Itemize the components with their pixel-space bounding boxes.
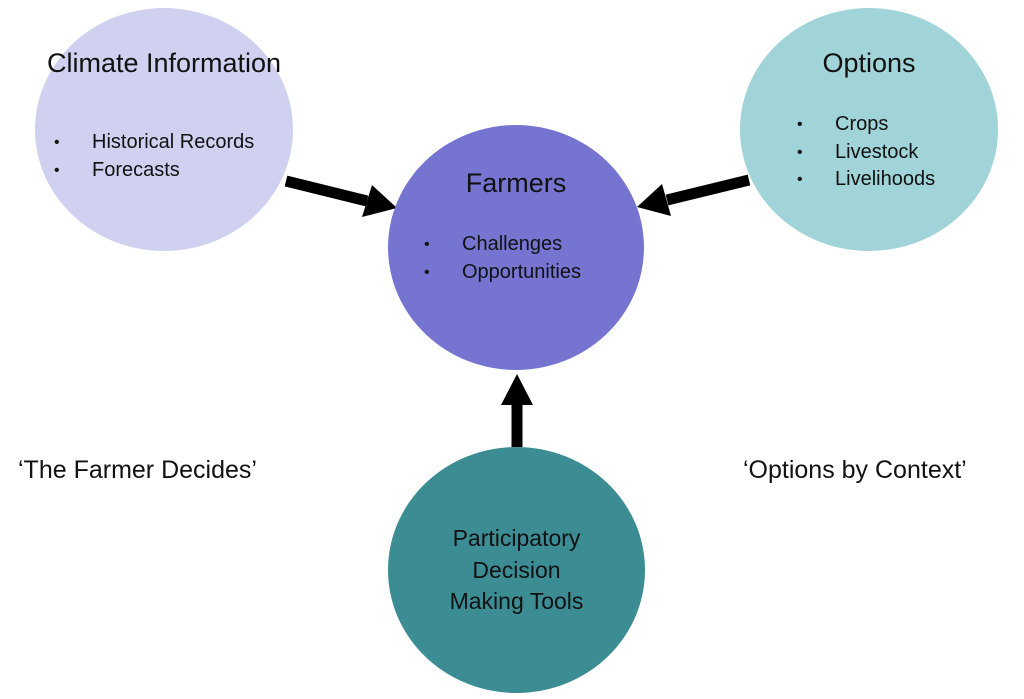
arrow-options-to-farmers bbox=[637, 174, 751, 216]
climate-information-list: Historical Records Forecasts bbox=[54, 129, 254, 184]
list-item: Opportunities bbox=[424, 259, 581, 287]
list-item: Challenges bbox=[424, 231, 581, 259]
list-item: Historical Records bbox=[54, 129, 254, 157]
list-item: Livestock bbox=[797, 139, 935, 167]
farmers-node: Farmers Challenges Opportunities bbox=[388, 125, 644, 370]
arrow-climate-to-farmers bbox=[284, 175, 397, 217]
farmers-list: Challenges Opportunities bbox=[424, 231, 581, 286]
list-item: Forecasts bbox=[54, 157, 254, 185]
options-title: Options bbox=[822, 48, 916, 78]
farmers-title: Farmers bbox=[465, 168, 567, 198]
caption-options-by-context: ‘Options by Context’ bbox=[743, 456, 967, 484]
participatory-tools-node: Participatory Decision Making Tools bbox=[388, 447, 645, 693]
options-node: Options Crops Livestock Livelihoods bbox=[740, 8, 998, 251]
climate-information-title: Climate Information bbox=[46, 48, 282, 78]
list-item: Livelihoods bbox=[797, 166, 935, 194]
caption-farmer-decides: ‘The Farmer Decides’ bbox=[18, 456, 257, 484]
options-list: Crops Livestock Livelihoods bbox=[797, 111, 935, 194]
participatory-tools-title: Participatory Decision Making Tools bbox=[449, 525, 584, 614]
arrow-tools-to-farmers bbox=[501, 374, 533, 447]
list-item: Crops bbox=[797, 111, 935, 139]
climate-information-node: Climate Information Historical Records F… bbox=[35, 8, 293, 251]
